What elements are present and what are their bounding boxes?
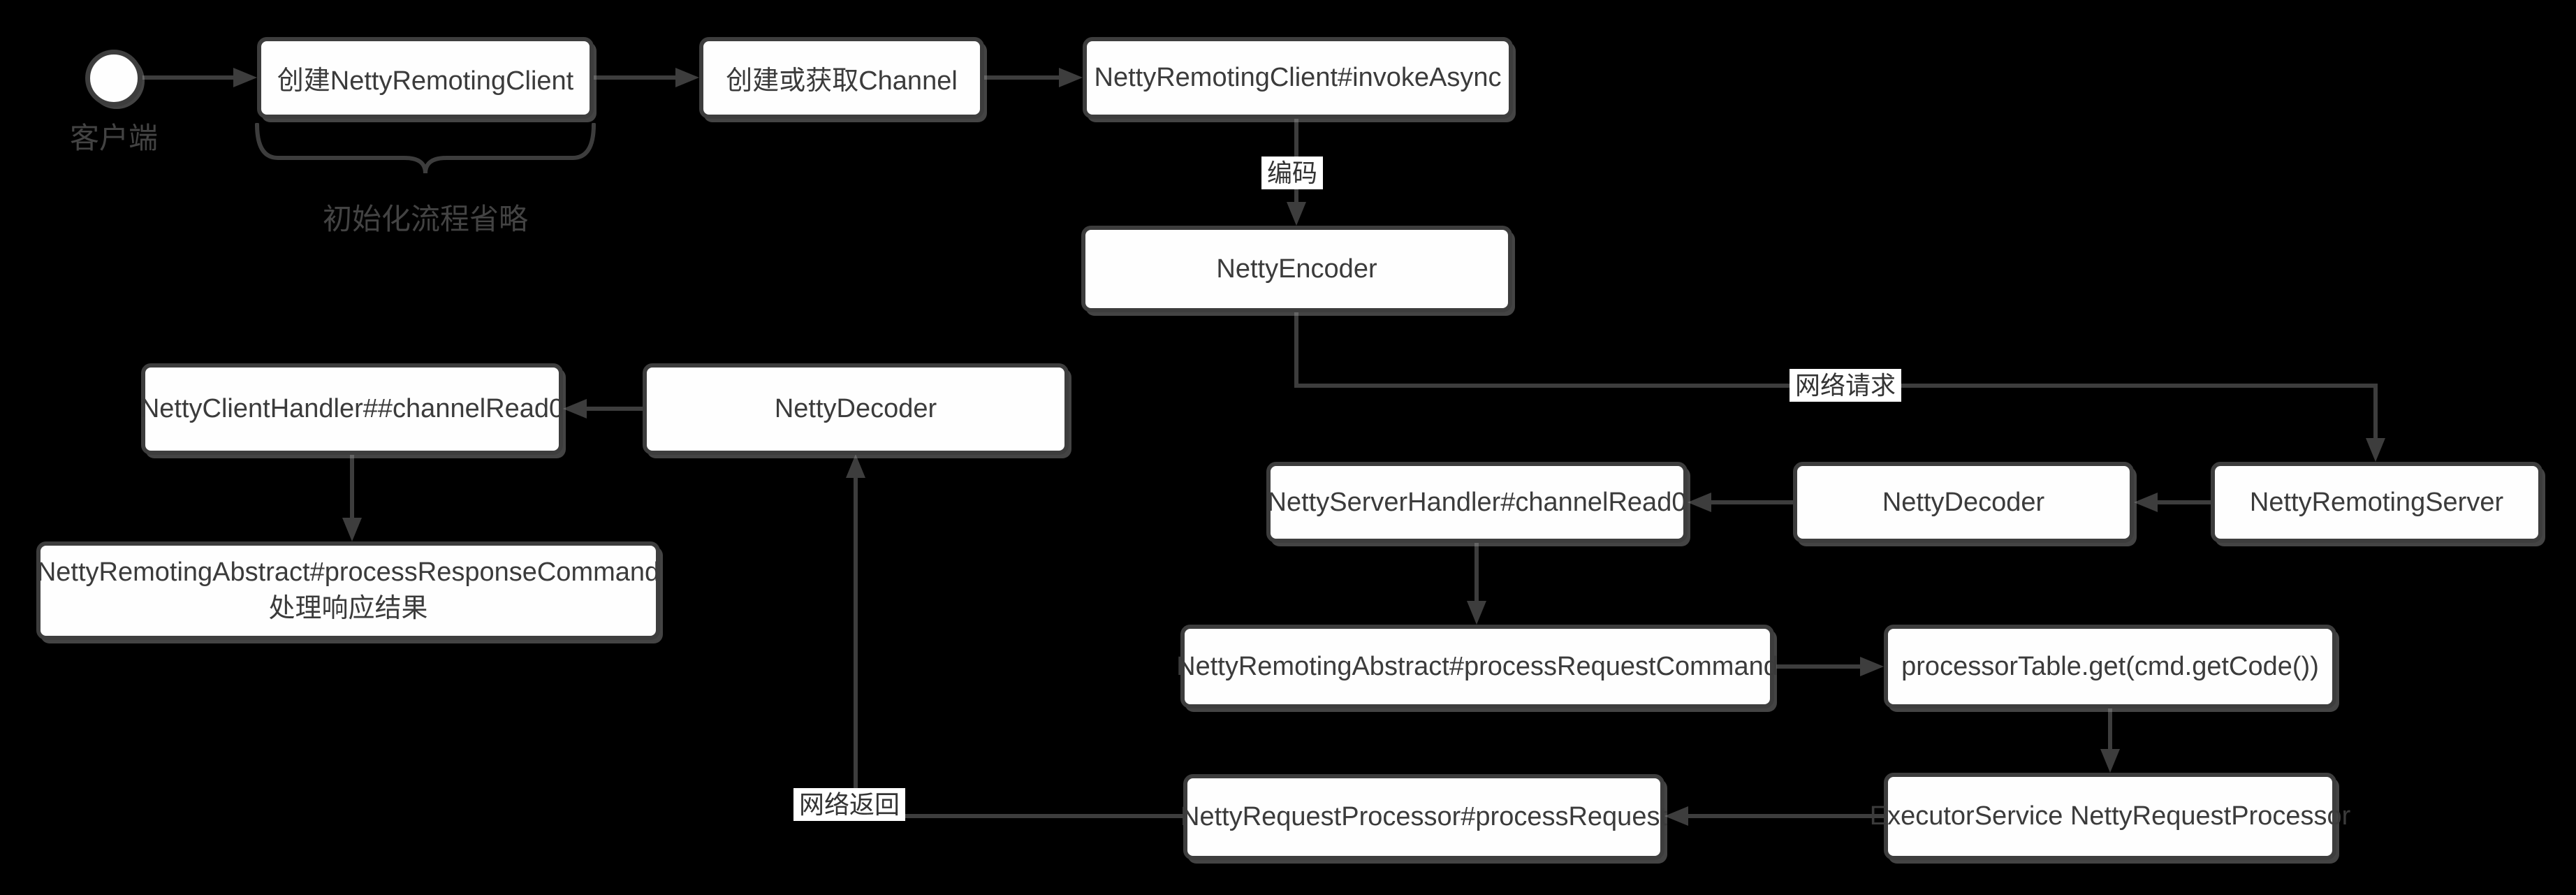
edge-table-to-executor [2108,708,2112,749]
edge-handler-to-process-response [350,455,354,518]
node-client-handler-channel-read0: NettyClientHandler##channelRead0 [140,363,564,455]
arrowhead-down-icon [2100,749,2120,773]
arrowhead-left-icon [1688,493,1711,512]
node-invoke-async: NettyRemotingClient#invokeAsync [1083,37,1513,119]
node-process-request: NettyRequestProcessor#processRequest [1180,774,1667,860]
node-create-netty-remoting-client: 创建NettyRemotingClient [257,37,594,119]
edge-handler-to-process-request-cmd [1474,543,1479,602]
arrowhead-right-icon [1860,657,1884,676]
edge-encoder-down-segment [1294,312,1298,388]
arrowhead-right-icon [1059,68,1083,87]
init-omitted-brace [255,123,596,174]
node-executor-service: ExecutorService NettyRequestProcessor [1870,773,2350,860]
client-start-caption: 客户端 [69,122,158,154]
edge-label-encode: 编码 [1261,157,1324,190]
edge-server-to-decoder [2158,500,2211,504]
arrowhead-left-icon [563,399,587,419]
edge-executor-to-process-request [1688,814,1884,818]
edge-network-return-vertical [854,478,858,818]
process-response-subtitle: 处理响应结果 [268,593,428,623]
arrowhead-down-icon [1287,202,1306,226]
node-process-response-command: NettyRemotingAbstract#processResponseCom… [36,541,660,640]
node-netty-decoder-server-side: NettyDecoder [1793,462,2134,543]
process-response-title: NettyRemotingAbstract#processResponseCom… [36,557,660,587]
edge-label-network-return: 网络返回 [793,788,906,822]
edge-create-client-to-channel [594,75,678,80]
node-netty-remoting-server: NettyRemotingServer [2211,462,2542,543]
edge-to-server-down-segment [2373,384,2378,438]
arrowhead-left-icon [1664,806,1688,826]
node-netty-encoder: NettyEncoder [1081,226,1512,312]
arrowhead-down-icon [2366,438,2385,462]
edge-decoder-to-server-handler [1711,500,1793,504]
arrowhead-right-icon [675,68,699,87]
init-omitted-note: 初始化流程省略 [322,203,528,235]
edge-network-return-horizontal [854,814,1183,818]
arrowhead-left-icon [2134,493,2158,512]
node-processor-table-get: processorTable.get(cmd.getCode()) [1884,625,2336,708]
edge-label-network-request: 网络请求 [1790,369,1902,402]
edge-decoder-to-client-handler [587,407,643,411]
edge-cmd-to-processor-table [1774,664,1860,669]
node-create-or-get-channel: 创建或获取Channel [699,37,984,119]
node-netty-decoder-client-side: NettyDecoder [643,363,1069,455]
arrowhead-down-icon [1467,601,1486,625]
edge-channel-to-invoke-async [984,75,1062,80]
arrowhead-right-icon [233,68,257,87]
arrowhead-up-icon [846,454,865,478]
edge-start-to-create-client [141,75,236,80]
node-process-request-command: NettyRemotingAbstract#processRequestComm… [1176,625,1778,708]
client-start-node [85,50,142,107]
arrowhead-down-icon [342,518,362,541]
node-server-handler-channel-read0: NettyServerHandler#channelRead0 [1266,462,1688,543]
